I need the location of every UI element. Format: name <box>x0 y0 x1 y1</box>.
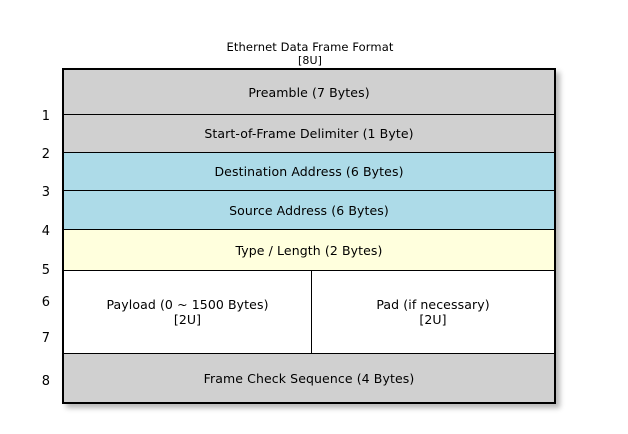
frame-field-payload-label: Payload (0 ~ 1500 Bytes) <box>106 297 269 312</box>
frame-field-pad: Pad (if necessary) [2U] <box>312 271 554 353</box>
frame-table: Preamble (7 Bytes) Start-of-Frame Delimi… <box>62 68 556 404</box>
frame-field-source-address-label: Source Address (6 Bytes) <box>229 202 389 218</box>
diagram-title: Ethernet Data Frame Format <box>226 40 394 54</box>
row-number-8: 8 <box>41 374 50 389</box>
diagram-title-subscript: [8U] <box>297 54 323 67</box>
frame-field-pad-subscript: [2U] <box>419 312 447 327</box>
frame-field-pad-label: Pad (if necessary) <box>376 297 490 312</box>
frame-field-preamble: Preamble (7 Bytes) <box>64 70 554 115</box>
frame-field-type-length: Type / Length (2 Bytes) <box>64 230 554 271</box>
row-number-2: 2 <box>41 147 50 162</box>
frame-field-sfd-label: Start-of-Frame Delimiter (1 Byte) <box>204 126 414 141</box>
row-number-6: 6 <box>41 295 50 310</box>
row-number-3: 3 <box>41 185 50 200</box>
row-number-5: 5 <box>41 263 50 278</box>
frame-field-source-address: Source Address (6 Bytes) <box>64 191 554 230</box>
frame-field-frame-check-sequence-label: Frame Check Sequence (4 Bytes) <box>203 370 415 386</box>
diagram-title-block: Ethernet Data Frame Format [8U] <box>62 40 558 68</box>
frame-field-payload: Payload (0 ~ 1500 Bytes) [2U] <box>64 271 312 353</box>
row-number-1: 1 <box>41 109 50 124</box>
row-number-7: 7 <box>41 331 50 346</box>
frame-field-pad-label-group: Pad (if necessary) [2U] <box>376 297 489 327</box>
frame-field-sfd: Start-of-Frame Delimiter (1 Byte) <box>64 115 554 153</box>
frame-field-preamble-label: Preamble (7 Bytes) <box>248 84 370 100</box>
row-number-4: 4 <box>41 224 50 239</box>
frame-field-frame-check-sequence: Frame Check Sequence (4 Bytes) <box>64 354 554 402</box>
frame-field-destination-address: Destination Address (6 Bytes) <box>64 153 554 191</box>
frame-field-destination-address-label: Destination Address (6 Bytes) <box>214 164 404 179</box>
frame-field-type-length-label: Type / Length (2 Bytes) <box>235 242 383 258</box>
frame-field-payload-subscript: [2U] <box>173 312 202 327</box>
frame-field-payload-label-group: Payload (0 ~ 1500 Bytes) [2U] <box>106 297 268 327</box>
frame-field-payload-pad-row: Payload (0 ~ 1500 Bytes) [2U] Pad (if ne… <box>64 271 554 354</box>
